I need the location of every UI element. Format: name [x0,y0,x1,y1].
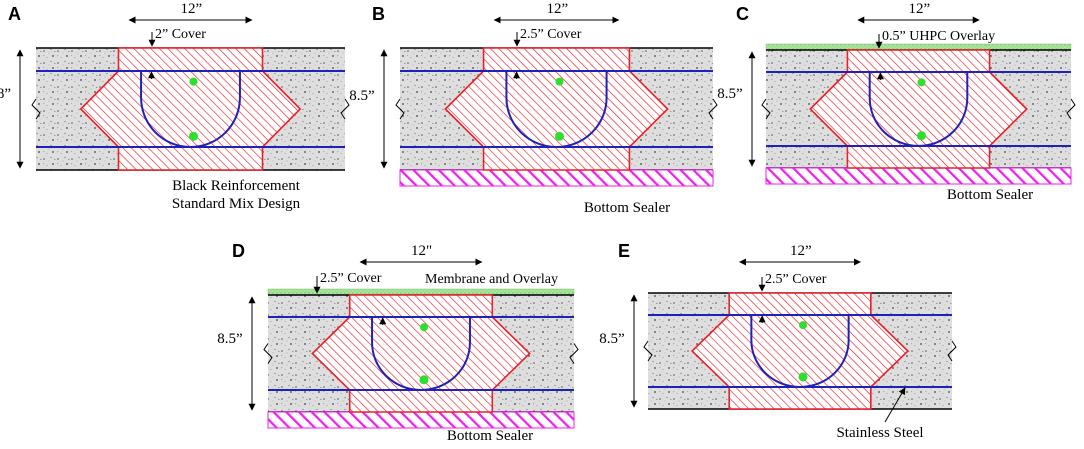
sensor-bottom [917,131,926,141]
u-stirrup [140,71,241,148]
stainless-label: Stainless Steel [836,425,923,441]
repair-region [444,47,669,171]
width-label: 12" [411,243,432,259]
break-line [263,343,273,364]
panel-label: B [372,4,385,24]
panel-label: D [232,241,245,261]
sensor-top [917,78,926,87]
stainless-leader [884,387,906,423]
cover-label: 2.5” Cover [520,27,582,42]
width-label: 12” [909,1,931,17]
panel-label: A [8,4,21,24]
repair-region [809,49,1028,169]
depth-label: 8.5” [349,88,374,104]
sensor-bottom [555,131,564,141]
panel-c: C 0.5” UHPC Overlay 12” 8.5” Bottom Sealer [717,1,1076,203]
cover-label: 2” Cover [155,27,206,42]
u-stirrup [868,72,969,147]
bottom-sealer [267,411,575,429]
u-stirrup [750,315,850,388]
panel-label: C [736,4,749,24]
sensor-bottom [419,375,429,385]
caption: Bottom Sealer [447,428,533,444]
overlay-layer [267,288,575,296]
u-stirrup [505,71,608,148]
sensor-top [555,77,564,86]
caption: Standard Mix Design [172,196,301,212]
width-label: 12” [547,1,569,17]
depth-label: 8.5” [217,331,242,347]
depth-label: 8” [0,86,11,102]
caption: Bottom Sealer [584,200,670,216]
panel-e: E 2.5” Cover 12” 8.5” Stainless Steel [599,241,957,441]
panel-label: E [618,241,630,261]
cover-label: 0.5” UHPC Overlay [882,29,995,44]
break-line [395,98,405,120]
panel-d: D 2.5” Cover Membrane and Overlay 12" 8.5” Bo… [217,241,579,444]
repair-region [311,294,531,413]
overlay-layer [765,43,1072,51]
break-line [340,98,350,120]
break-line [1066,98,1076,120]
break-line [761,98,771,120]
cover-label: 2.5” Cover [320,271,382,286]
caption: Bottom Sealer [947,187,1033,203]
u-stirrup [371,317,471,391]
sensor-bottom [798,372,808,382]
panel-b: B 2.5” Cover 12” 8.5” Bottom Sealer [349,1,718,216]
break-line [708,98,718,120]
width-label: 12” [790,243,812,259]
membrane-overlay-label: Membrane and Overlay [425,272,558,287]
sensor-top [799,321,807,330]
caption: Black Reinforcement [172,178,301,194]
depth-label: 8.5” [717,86,742,102]
sensor-top [189,77,198,86]
width-label: 12” [181,1,203,17]
bottom-sealer [765,167,1072,185]
break-line [31,98,41,120]
panel-a: A 2” Cover 12” 8” Black ReinforcementStandar… [0,1,350,212]
depth-label: 8.5” [599,331,624,347]
sensor-top [420,323,428,332]
break-line [643,340,653,362]
bottom-sealer [399,169,714,187]
break-line [569,343,579,364]
sensor-bottom [189,131,198,141]
repair-region [79,47,302,171]
cover-label: 2.5” Cover [765,272,827,287]
break-line [947,340,957,362]
repair-region [690,292,910,410]
